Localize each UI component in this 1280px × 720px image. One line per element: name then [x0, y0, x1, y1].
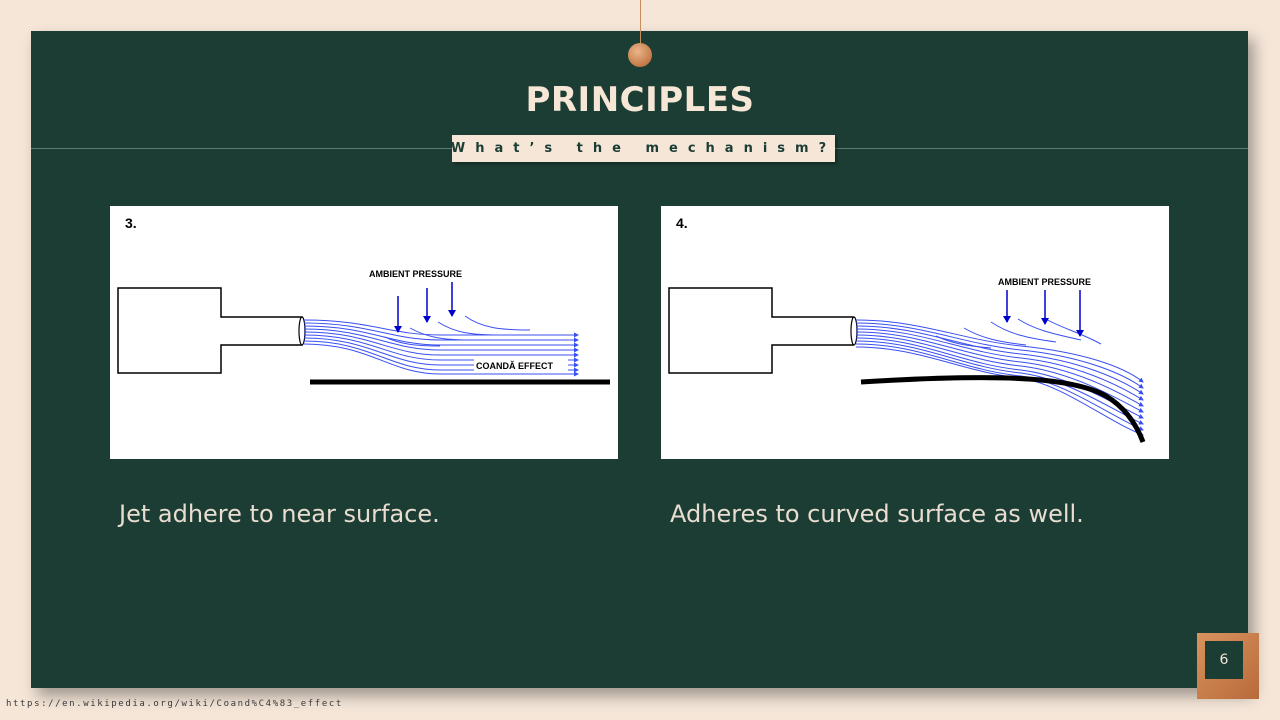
nozzle-body [117, 287, 303, 374]
panel-number: 4. [676, 215, 688, 231]
nozzle-outlet [850, 316, 858, 346]
entrained-flow-lines [935, 317, 1102, 349]
page-subtitle: What’s the mechanism? [451, 135, 835, 162]
coanda-flat-diagram: 3. AMBIENT PRESSURE [117, 215, 610, 385]
hanger-ornament [628, 43, 652, 67]
ambient-pressure-label: AMBIENT PRESSURE [998, 277, 1091, 287]
source-url[interactable]: https://en.wikipedia.org/wiki/Coand%C4%8… [6, 699, 343, 709]
ambient-pressure-arrows [394, 282, 456, 333]
coanda-effect-label: COANDĂ EFFECT [476, 361, 553, 371]
nozzle-outlet [298, 316, 306, 346]
coanda-curved-diagram: 4. AMBIENT PRES [668, 215, 1146, 443]
hanger-line [640, 0, 641, 46]
entrained-flow-lines [384, 315, 531, 347]
diagram-panel-3: 3. AMBIENT PRESSURE [110, 206, 618, 459]
ambient-pressure-label: AMBIENT PRESSURE [369, 269, 462, 279]
caption-panel-3: Jet adhere to near surface. [119, 500, 440, 528]
nozzle-body [668, 287, 854, 374]
curved-surface [860, 375, 1146, 443]
panel-number: 3. [125, 215, 137, 231]
jet-flow-lines [303, 319, 579, 377]
page-number-badge: 6 [1197, 633, 1259, 699]
caption-panel-4: Adheres to curved surface as well. [670, 500, 1084, 528]
ambient-pressure-arrows [1003, 290, 1084, 337]
diagram-panel-4: 4. AMBIENT PRES [661, 206, 1169, 459]
effect-label-bg [474, 359, 568, 371]
page-title: PRINCIPLES [525, 80, 755, 120]
page-number: 6 [1205, 641, 1243, 679]
